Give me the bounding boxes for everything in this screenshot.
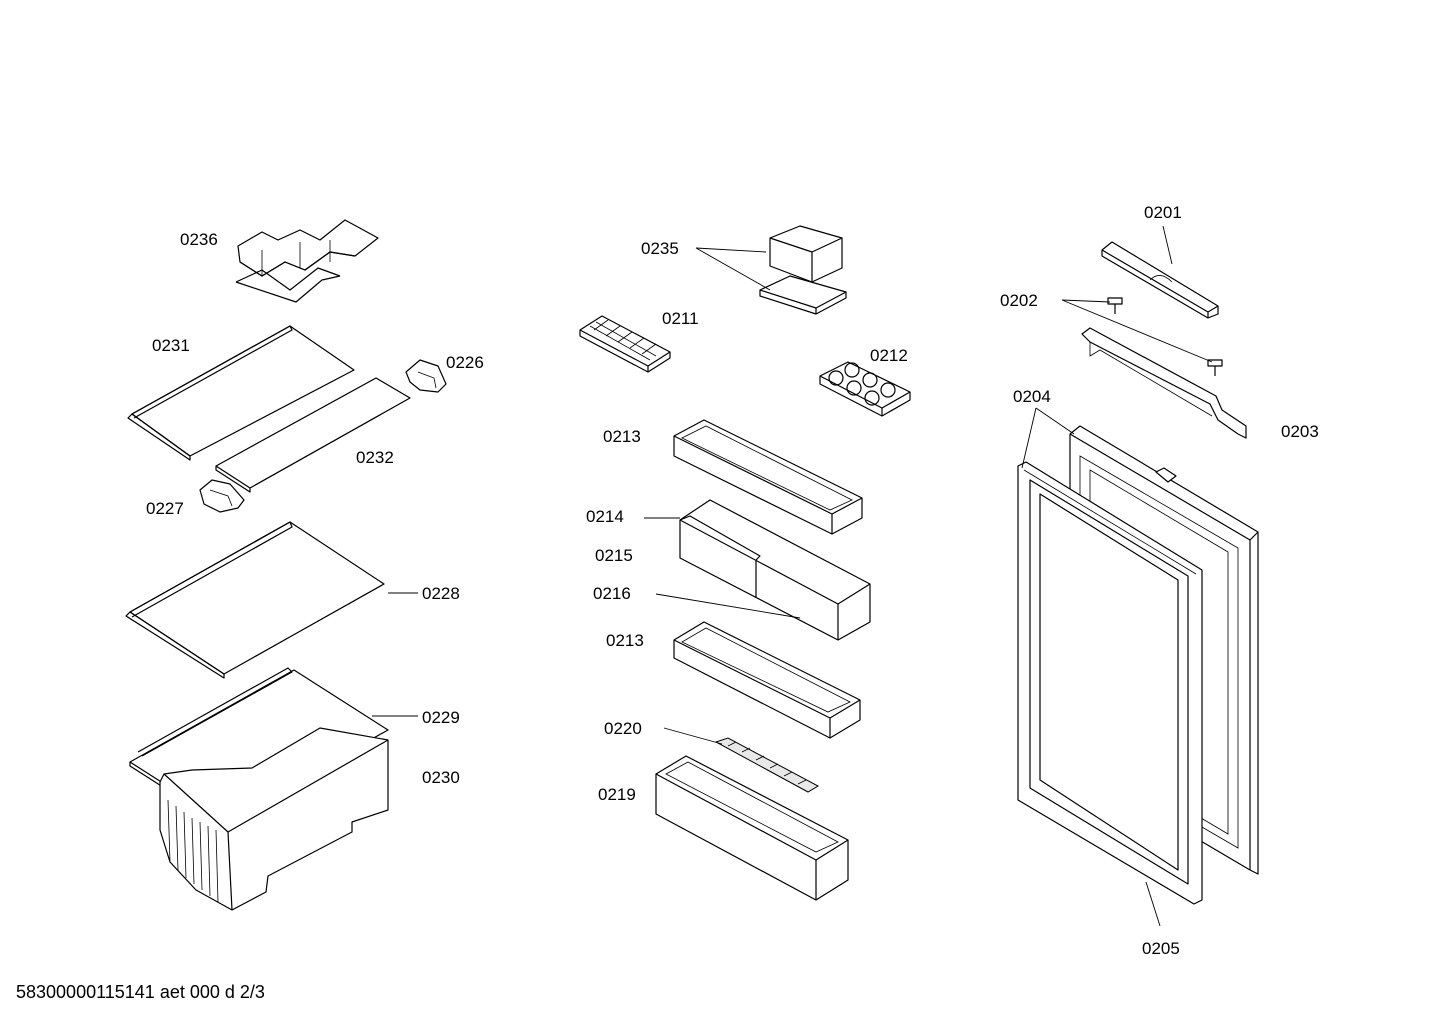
- callout-0201: 0201: [1144, 203, 1182, 222]
- part-0228-glass-shelf: [125, 521, 385, 679]
- callout-0213-upper: 0213: [603, 427, 641, 446]
- drawing-reference-footer: 58300000115141 aet 000 d 2/3: [16, 982, 265, 1002]
- callout-0227: 0227: [146, 499, 184, 518]
- part-0204-door-gasket: [1017, 461, 1203, 905]
- callout-0213-lower: 0213: [606, 631, 644, 650]
- callout-0230: 0230: [422, 768, 460, 787]
- callout-0215: 0215: [595, 546, 633, 565]
- part-0203-hinge-bracket: [1081, 327, 1247, 439]
- callout-0235: 0235: [641, 239, 679, 258]
- callout-0236: 0236: [180, 230, 218, 249]
- part-0226-shelf-support: [405, 359, 447, 393]
- part-0201-door-handle: [1101, 241, 1219, 319]
- callout-0231: 0231: [152, 336, 190, 355]
- callout-0220: 0220: [604, 719, 642, 738]
- part-0212-egg-tray: [819, 361, 911, 417]
- part-0213-door-bin-upper: [673, 419, 863, 535]
- callout-0219: 0219: [598, 785, 636, 804]
- callout-0232: 0232: [356, 448, 394, 467]
- callout-0228: 0228: [422, 584, 460, 603]
- callout-0211: 0211: [662, 309, 699, 328]
- callout-0226: 0226: [446, 353, 484, 372]
- part-0213-door-bin-lower: [673, 621, 861, 739]
- part-0235-butter-box: [759, 225, 847, 315]
- part-0219-door-bin-bottom: [655, 755, 849, 901]
- part-0230-crisper-drawer: [159, 727, 389, 911]
- part-0227-shelf-support: [199, 479, 245, 513]
- callout-0204: 0204: [1013, 387, 1051, 406]
- callout-0202: 0202: [1000, 291, 1038, 310]
- callout-0203: 0203: [1281, 422, 1319, 441]
- part-0220-bottle-divider: [714, 737, 820, 793]
- part-0231-glass-shelf: [127, 325, 355, 461]
- part-0211-ice-tray: [579, 315, 671, 373]
- part-0214-door-bin-large: [679, 499, 871, 641]
- leader-lines: [372, 225, 1213, 927]
- callout-0205: 0205: [1142, 939, 1180, 958]
- callout-0214: 0214: [586, 507, 624, 526]
- part-0236-bottle-rack: [235, 219, 379, 303]
- callout-0229: 0229: [422, 708, 460, 727]
- callout-0216: 0216: [593, 584, 631, 603]
- callout-0212: 0212: [870, 346, 908, 365]
- part-0232-shelf-strip: [215, 377, 411, 493]
